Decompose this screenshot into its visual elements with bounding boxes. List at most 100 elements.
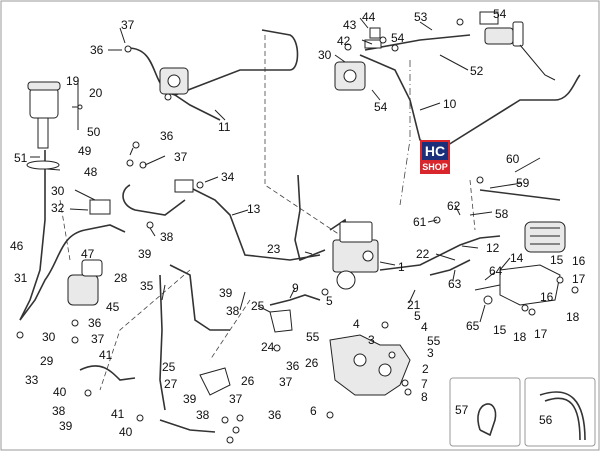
callout-33: 33 <box>25 373 39 387</box>
callout-47: 47 <box>81 247 95 261</box>
callout-17: 17 <box>572 272 586 286</box>
callout-18-b: 18 <box>566 310 580 324</box>
callout-14: 14 <box>510 251 524 265</box>
callout-28: 28 <box>114 271 128 285</box>
callout-labels: 37 36 19 20 50 49 51 48 11 44 43 42 30 5… <box>10 7 586 439</box>
callout-18: 18 <box>513 330 527 344</box>
callout-37-b: 37 <box>174 150 188 164</box>
rear-caliper-bracket <box>474 264 561 306</box>
callout-13: 13 <box>247 202 261 216</box>
callout-29: 29 <box>40 354 54 368</box>
callout-4-b: 4 <box>421 320 428 334</box>
callout-26: 26 <box>305 356 319 370</box>
callout-25-b: 25 <box>162 360 176 374</box>
callout-57: 57 <box>455 403 469 417</box>
callout-36-c: 36 <box>88 316 102 330</box>
hc-shop-logo: HC SHOP <box>420 140 450 174</box>
callout-42: 42 <box>337 34 351 48</box>
callout-58: 58 <box>495 207 509 221</box>
logo-top-text: HC <box>425 143 445 159</box>
callout-52: 52 <box>470 64 484 78</box>
callout-31: 31 <box>14 271 28 285</box>
callout-4: 4 <box>353 317 360 331</box>
callout-30-b: 30 <box>51 184 65 198</box>
callout-1: 1 <box>398 260 405 274</box>
callout-3-b: 3 <box>427 346 434 360</box>
callout-51: 51 <box>14 151 28 165</box>
callout-15: 15 <box>550 253 564 267</box>
callout-7: 7 <box>421 377 428 391</box>
callout-27: 27 <box>164 377 178 391</box>
callout-35: 35 <box>140 279 154 293</box>
inset-box-56 <box>524 377 596 447</box>
callout-40-b: 40 <box>119 425 133 439</box>
callout-17-b: 17 <box>534 327 548 341</box>
abs-bracket <box>329 334 411 396</box>
callout-54-low: 54 <box>374 100 388 114</box>
callout-37-d: 37 <box>279 375 293 389</box>
callout-36-b: 36 <box>160 129 174 143</box>
sensor-bracket <box>199 309 293 396</box>
callout-43: 43 <box>343 18 357 32</box>
callout-39: 39 <box>138 247 152 261</box>
callout-9: 9 <box>292 281 299 295</box>
callout-56: 56 <box>539 413 553 427</box>
callout-36: 36 <box>90 43 104 57</box>
logo-bottom-text: SHOP <box>422 162 448 172</box>
callout-23: 23 <box>267 242 281 256</box>
callout-5: 5 <box>326 294 333 308</box>
callout-16-b: 16 <box>540 290 554 304</box>
callout-30-c: 30 <box>42 330 56 344</box>
callout-10: 10 <box>443 97 457 111</box>
callout-62: 62 <box>447 199 461 213</box>
front-caliper <box>67 259 103 306</box>
callout-40: 40 <box>53 385 67 399</box>
rear-caliper <box>524 221 566 253</box>
callout-63: 63 <box>448 277 462 291</box>
callout-25: 25 <box>251 299 265 313</box>
callout-64: 64 <box>489 264 503 278</box>
callout-54-mid: 54 <box>391 31 405 45</box>
callout-48: 48 <box>84 165 98 179</box>
rear-master-cylinder <box>479 11 556 81</box>
fasteners <box>16 18 579 444</box>
callout-55-b: 55 <box>427 334 441 348</box>
callout-59: 59 <box>516 176 530 190</box>
callout-16: 16 <box>572 254 586 268</box>
callout-65: 65 <box>466 319 480 333</box>
callout-22: 22 <box>416 247 430 261</box>
callout-20: 20 <box>89 86 103 100</box>
callout-32: 32 <box>51 201 65 215</box>
callout-54-top: 54 <box>493 7 507 21</box>
callout-24: 24 <box>261 340 275 354</box>
callout-37-c: 37 <box>91 332 105 346</box>
callout-61: 61 <box>413 215 427 229</box>
callout-39-c: 39 <box>219 286 233 300</box>
callout-41: 41 <box>99 348 113 362</box>
callout-19: 19 <box>66 74 80 88</box>
abs-modulator <box>332 221 379 290</box>
callout-45: 45 <box>106 300 120 314</box>
callout-50: 50 <box>87 125 101 139</box>
callout-37: 37 <box>121 18 135 32</box>
callout-8: 8 <box>421 390 428 404</box>
callout-38-c: 38 <box>226 304 240 318</box>
callout-55: 55 <box>306 330 320 344</box>
hose-lines <box>19 29 581 433</box>
callout-15-b: 15 <box>493 323 507 337</box>
callout-39-d: 39 <box>183 392 197 406</box>
callout-6: 6 <box>310 404 317 418</box>
callout-39-b: 39 <box>59 419 73 433</box>
callout-21: 21 <box>407 298 421 312</box>
callout-37-e: 37 <box>229 392 243 406</box>
callout-34: 34 <box>221 170 235 184</box>
callout-60: 60 <box>506 152 520 166</box>
callout-49: 49 <box>78 144 92 158</box>
callout-36-d: 36 <box>286 359 300 373</box>
callout-41-b: 41 <box>111 407 125 421</box>
callout-38-b: 38 <box>52 404 66 418</box>
callout-44: 44 <box>362 10 376 24</box>
inset-box-57 <box>449 377 521 447</box>
